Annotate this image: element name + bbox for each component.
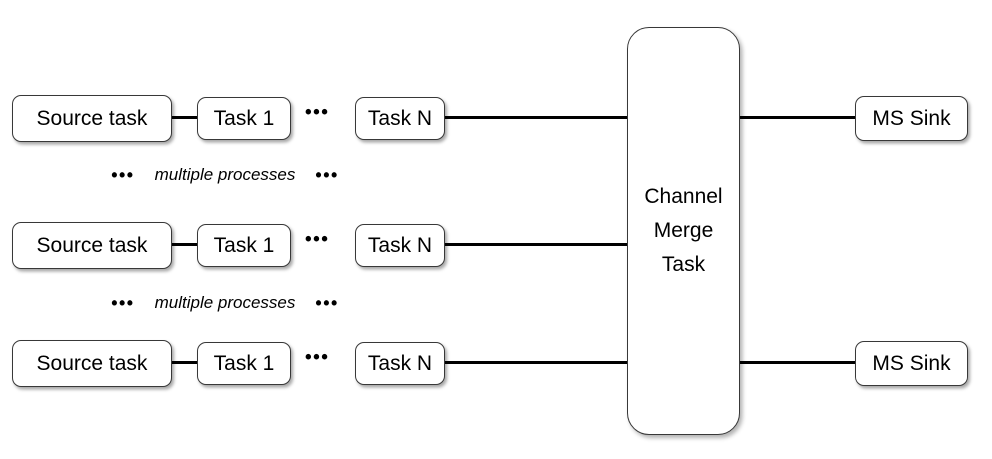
source-task-box: Source task bbox=[12, 222, 172, 269]
task-1-label: Task 1 bbox=[213, 351, 275, 375]
channel-merge-task-box: Channel Merge Task bbox=[627, 27, 740, 435]
source-task-box: Source task bbox=[12, 95, 172, 142]
task-n-label: Task N bbox=[367, 106, 433, 130]
source-task-box: Source task bbox=[12, 340, 172, 387]
ellipsis-dots: ••• bbox=[315, 164, 339, 185]
task-n-label: Task N bbox=[367, 233, 433, 257]
ellipsis-dots: ••• bbox=[111, 164, 135, 185]
connector-line bbox=[443, 116, 629, 119]
ellipsis-dots: ••• bbox=[305, 347, 330, 368]
ms-sink-label: MS Sink bbox=[872, 106, 951, 130]
source-task-label: Source task bbox=[36, 351, 148, 375]
multiple-processes-label: multiple processes bbox=[154, 165, 296, 184]
channel-merge-task-label-line: Channel bbox=[644, 185, 723, 208]
task-n-box: Task N bbox=[355, 224, 445, 267]
task-n-box: Task N bbox=[355, 97, 445, 140]
multiple-processes-separator: ••• multiple processes ••• bbox=[85, 290, 365, 316]
connector-line bbox=[170, 361, 200, 364]
ellipsis-dots: ••• bbox=[305, 102, 330, 123]
source-task-label: Source task bbox=[36, 233, 148, 257]
connector-line bbox=[738, 361, 857, 364]
connector-line bbox=[443, 361, 629, 364]
channel-merge-task-label-line: Task bbox=[661, 253, 706, 276]
task-1-label: Task 1 bbox=[213, 106, 275, 130]
task-1-label: Task 1 bbox=[213, 233, 275, 257]
connector-line bbox=[738, 116, 857, 119]
task-n-label: Task N bbox=[367, 351, 433, 375]
task-1-box: Task 1 bbox=[197, 97, 291, 140]
ms-sink-box: MS Sink bbox=[855, 96, 968, 141]
connector-line bbox=[170, 116, 200, 119]
task-1-box: Task 1 bbox=[197, 224, 291, 267]
ms-sink-box: MS Sink bbox=[855, 341, 968, 386]
task-n-box: Task N bbox=[355, 342, 445, 385]
ms-sink-label: MS Sink bbox=[872, 351, 951, 375]
channel-merge-task-label-line: Merge bbox=[653, 219, 714, 242]
connector-line bbox=[443, 243, 629, 246]
ellipsis-dots: ••• bbox=[111, 292, 135, 313]
connector-line bbox=[170, 243, 200, 246]
ellipsis-dots: ••• bbox=[315, 292, 339, 313]
task-1-box: Task 1 bbox=[197, 342, 291, 385]
ellipsis-dots: ••• bbox=[305, 229, 330, 250]
multiple-processes-label: multiple processes bbox=[154, 293, 296, 312]
multiple-processes-separator: ••• multiple processes ••• bbox=[85, 162, 365, 188]
source-task-label: Source task bbox=[36, 106, 148, 130]
